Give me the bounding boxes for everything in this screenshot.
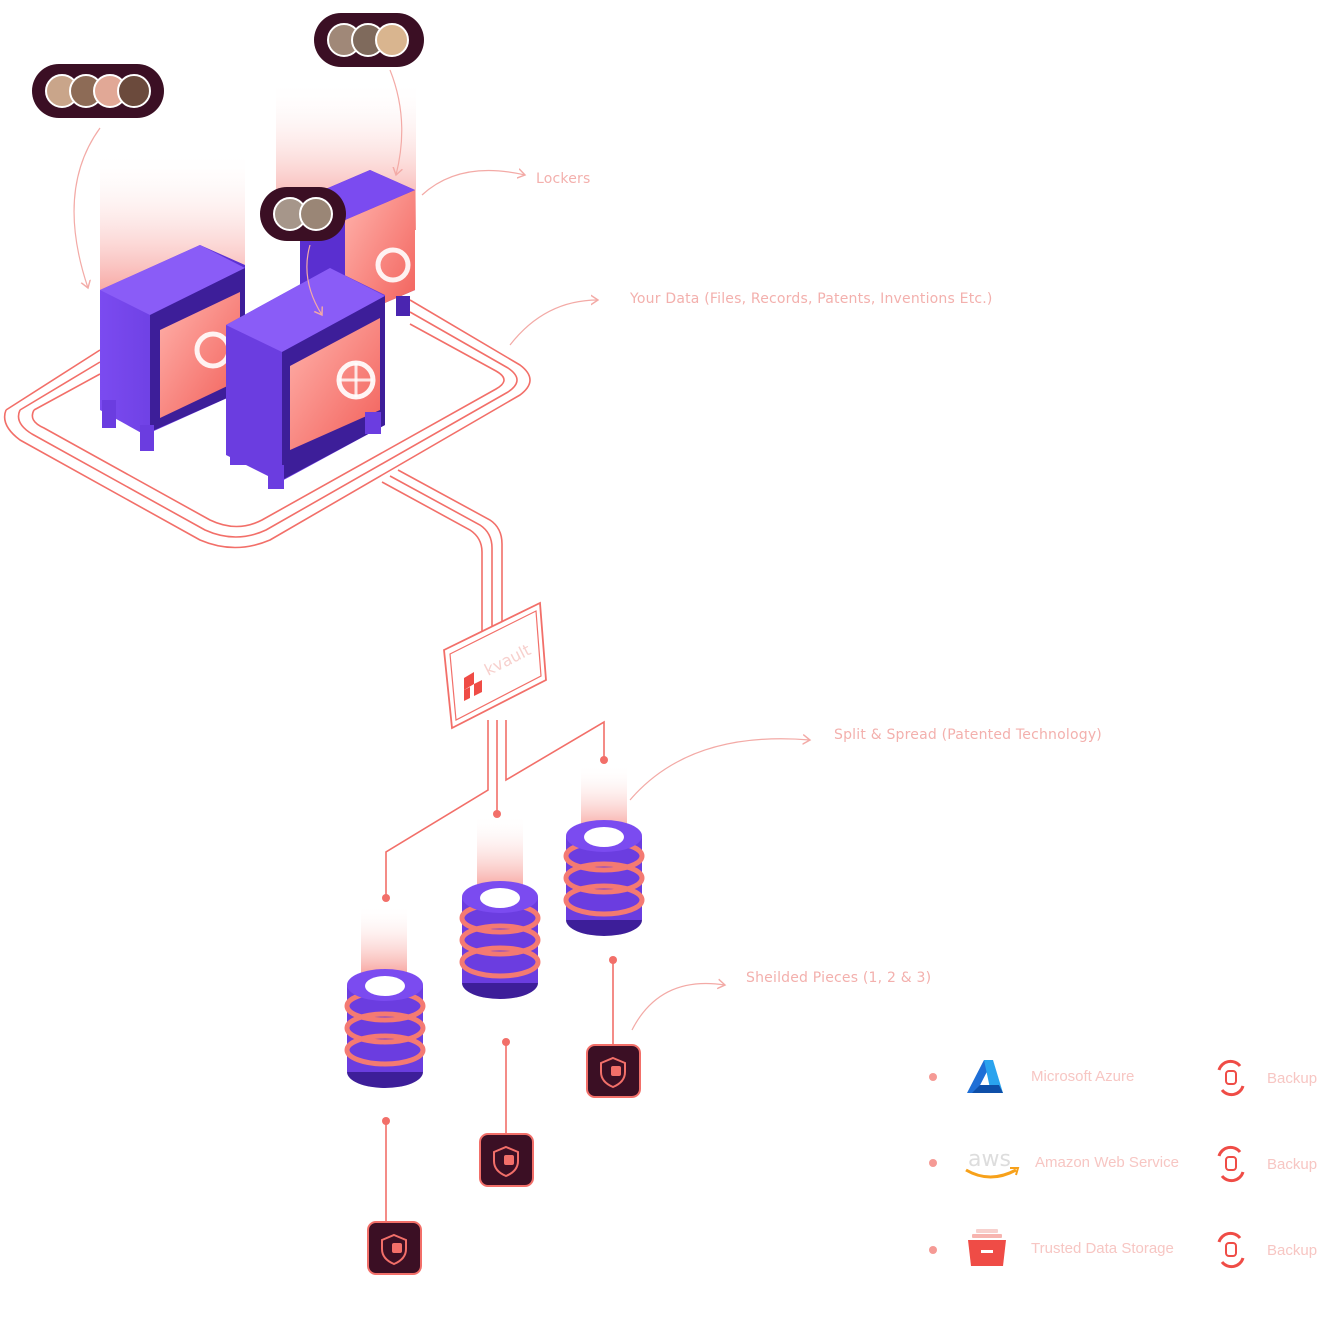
kvault-logo-icon bbox=[464, 672, 482, 701]
label-split-spread: Split & Spread (Patented Technology) bbox=[834, 727, 1102, 743]
shield-connectors bbox=[385, 960, 614, 1222]
azure-icon bbox=[967, 1060, 1003, 1093]
aws-icon: aws bbox=[965, 1147, 1020, 1179]
locker-left bbox=[100, 245, 245, 451]
label-shielded-pieces: Sheilded Pieces (1, 2 & 3) bbox=[746, 970, 932, 986]
avatar bbox=[375, 23, 409, 57]
shield-icon bbox=[367, 1221, 422, 1275]
trunk-lines bbox=[381, 469, 503, 650]
shield-icon bbox=[586, 1044, 641, 1098]
platform-circuit bbox=[3, 299, 531, 549]
backup-icon bbox=[1217, 1145, 1245, 1183]
data-piece-2 bbox=[459, 881, 541, 999]
provider-label-aws: Amazon Web Service bbox=[1035, 1154, 1179, 1171]
provider-label-storage: Trusted Data Storage bbox=[1031, 1240, 1174, 1257]
label-your-data: Your Data (Files, Records, Patents, Inve… bbox=[630, 291, 993, 307]
data-piece-1 bbox=[344, 969, 426, 1088]
backup-icon bbox=[1217, 1059, 1245, 1097]
backup-icon bbox=[1217, 1231, 1245, 1269]
split-lines bbox=[385, 720, 605, 895]
avatar bbox=[117, 74, 151, 108]
shield-icon bbox=[479, 1133, 534, 1187]
locker-front bbox=[226, 268, 385, 489]
storage-icon bbox=[968, 1229, 1006, 1266]
user-group-badge bbox=[32, 64, 164, 118]
aws-wordmark: aws bbox=[968, 1147, 1011, 1172]
backup-label: Backup bbox=[1267, 1242, 1318, 1259]
user-group-badge bbox=[314, 13, 424, 67]
backup-label: Backup bbox=[1267, 1156, 1318, 1173]
provider-lines bbox=[420, 1076, 930, 1251]
annotation-arrows bbox=[73, 69, 810, 1031]
user-group-badge bbox=[260, 187, 346, 241]
provider-label-azure: Microsoft Azure bbox=[1031, 1068, 1135, 1085]
backup-label: Backup bbox=[1267, 1070, 1318, 1087]
kvault-gateway bbox=[443, 601, 547, 730]
data-piece-3 bbox=[563, 820, 645, 936]
avatar bbox=[299, 197, 333, 231]
label-lockers: Lockers bbox=[536, 171, 591, 187]
